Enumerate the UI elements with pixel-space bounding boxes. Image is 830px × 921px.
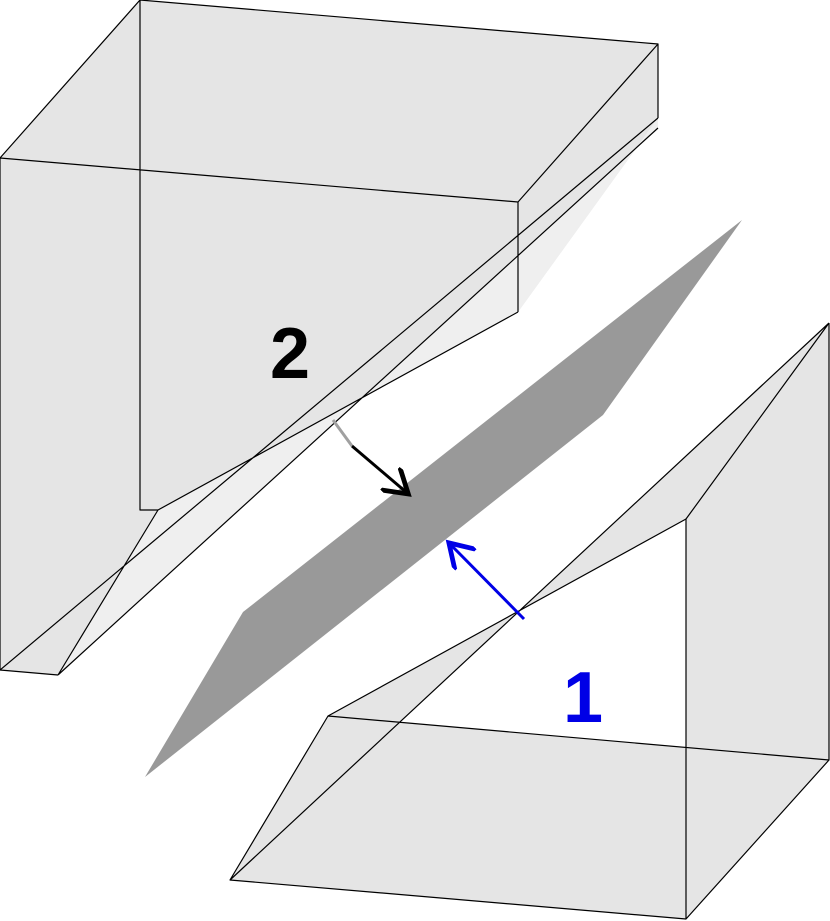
upper-arrow-tail [331,419,354,447]
upper-block-edges [0,0,659,676]
upper-block-slip-face [58,118,658,675]
lower-arrow-shaft [451,545,526,621]
lower-arrow [451,545,526,621]
lower-block-label: 1 [563,658,603,738]
upper-arrow-shaft [351,444,406,492]
fault-plane [145,220,742,777]
upper-block-label: 2 [270,314,310,394]
lower-block-bottom-face [230,716,829,919]
upper-arrow [331,419,406,492]
lower-block: 1 [229,322,830,920]
upper-block-top-face [0,0,658,202]
lower-block-edges [229,322,830,920]
upper-block-front-face [0,158,518,675]
upper-block: 2 [0,0,659,676]
